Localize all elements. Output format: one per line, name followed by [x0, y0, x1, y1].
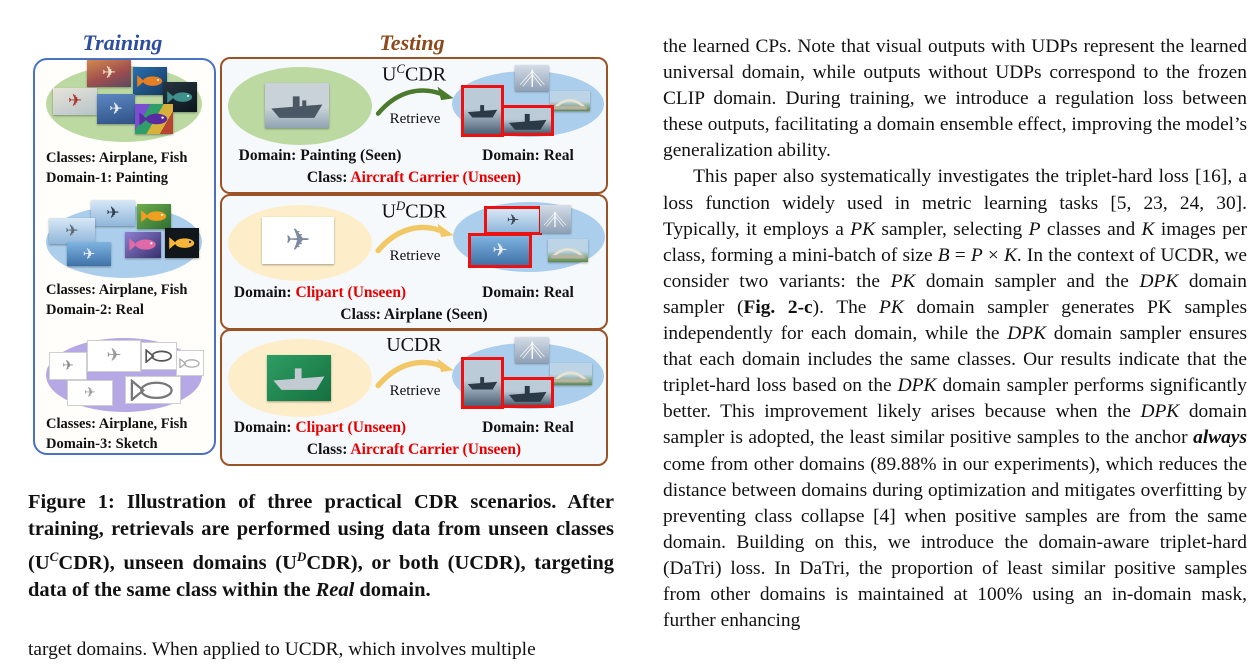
ucCDR-scenario-box: UCCDR Retrieve Domain: Painting (Seen) D… — [220, 57, 608, 194]
arch-bridge-photo-thumb — [550, 91, 590, 111]
airplane-sketch-thumb: ✈ — [49, 352, 87, 380]
airplane-painting-thumb: ✈ — [97, 94, 135, 124]
ucdr-scenario-box: UCDR Retrieve Domain: Clipart (Unseen) D… — [220, 329, 608, 466]
left-column-text: target domains. When applied to UCDR, wh… — [28, 637, 614, 663]
classes-label: Classes: Airplane, Fish — [46, 282, 188, 298]
airplane-painting-thumb: ✈ — [87, 60, 131, 87]
scenario-title: UCDR — [386, 334, 442, 356]
cable-bridge-photo-thumb — [540, 205, 571, 233]
retrieve-arrow — [371, 220, 459, 256]
cable-bridge-photo-thumb — [515, 337, 549, 363]
fish-sketch-thumb — [125, 376, 181, 404]
domain-label: Domain-1: Painting — [46, 170, 169, 186]
fish-photo-thumb — [165, 228, 199, 258]
class-label: Class: Aircraft Carrier (Unseen) — [306, 441, 522, 458]
testing-title: Testing — [379, 30, 445, 55]
gallery-domain-label: Domain: Real — [482, 419, 574, 436]
retrieved-airplane-thumb: ✈ — [468, 233, 532, 268]
right-column-text: the learned CPs. Note that visual output… — [663, 34, 1247, 668]
retrieved-aircraft-carrier-thumb — [461, 357, 504, 409]
arch-bridge-photo-thumb — [548, 239, 588, 262]
retrieve-arrow — [371, 83, 459, 119]
paragraph: This paper also systematically investiga… — [663, 166, 1248, 632]
retrieve-label: Retrieve — [389, 111, 441, 127]
training-box: ✈ ✈ ✈ Classes: Airplane, Fish Domain-1: … — [33, 58, 216, 455]
retrieved-aircraft-carrier-thumb — [461, 85, 504, 137]
retrieved-airplane-thumb: ✈ — [484, 206, 542, 235]
fish-painting-thumb — [135, 104, 173, 134]
query-domain-label: Domain: Clipart (Unseen) — [233, 284, 407, 301]
domain-label: Domain-3: Sketch — [46, 436, 158, 452]
airplane-clipart-thumb: ✈ — [262, 217, 334, 264]
arch-bridge-photo-thumb — [550, 363, 592, 385]
airplane-painting-thumb: ✈ — [53, 88, 97, 115]
airplane-photo-thumb: ✈ — [49, 218, 95, 244]
training-title: Training — [82, 30, 163, 55]
fish-sketch-thumb — [176, 350, 204, 376]
airplane-sketch-thumb: ✈ — [67, 380, 113, 406]
domain-label: Domain-2: Real — [46, 302, 144, 318]
scenario-title: UCCDR — [381, 62, 447, 86]
fish-photo-thumb — [137, 204, 171, 229]
query-domain-label: Domain: Painting (Seen) — [238, 147, 402, 164]
aircraft-carrier-painting-thumb — [265, 83, 329, 128]
paragraph: the learned CPs. Note that visual output… — [663, 36, 1247, 162]
body-line: target domains. When applied to UCDR, wh… — [28, 639, 536, 660]
query-domain-label: Domain: Clipart (Unseen) — [233, 419, 407, 436]
class-label: Class: Airplane (Seen) — [340, 306, 488, 323]
udCDR-scenario-box: UDCDR ✈ Retrieve ✈ ✈ Domain: Clipart (Un… — [220, 194, 608, 330]
fish-painting-thumb — [133, 67, 167, 95]
gallery-domain-label: Domain: Real — [482, 147, 574, 164]
fish-sketch-thumb — [141, 342, 177, 370]
airplane-photo-thumb: ✈ — [91, 200, 135, 226]
retrieve-arrow — [371, 355, 459, 391]
figure-caption: Figure 1: Illustration of three practica… — [28, 491, 614, 601]
classes-label: Classes: Airplane, Fish — [46, 150, 188, 166]
training-group-painting: ✈ ✈ ✈ Classes: Airplane, Fish Domain-1: … — [35, 60, 214, 202]
retrieve-label: Retrieve — [389, 383, 441, 399]
airplane-photo-thumb: ✈ — [67, 242, 111, 266]
classes-label: Classes: Airplane, Fish — [46, 416, 188, 432]
gallery-domain-label: Domain: Real — [482, 284, 574, 301]
fish-photo-thumb — [125, 232, 161, 258]
retrieved-aircraft-carrier-thumb — [501, 105, 554, 136]
airplane-sketch-thumb: ✈ — [87, 340, 141, 372]
retrieve-label: Retrieve — [389, 248, 441, 264]
training-group-real: ✈ ✈ ✈ Classes: Airplane, Fish Domain-2: … — [35, 200, 214, 336]
scenario-title: UDCDR — [381, 199, 447, 223]
class-label: Class: Aircraft Carrier (Unseen) — [306, 169, 522, 186]
figure-1-panel: Training Testing ✈ ✈ ✈ Classes: Airplane… — [28, 30, 614, 663]
retrieved-aircraft-carrier-thumb — [501, 377, 554, 408]
training-group-sketch: ✈ ✈ ✈ Classes: Airplane, Fish Domain-3: … — [35, 338, 214, 468]
cable-bridge-photo-thumb — [515, 65, 549, 91]
aircraft-carrier-model-thumb — [267, 355, 331, 401]
